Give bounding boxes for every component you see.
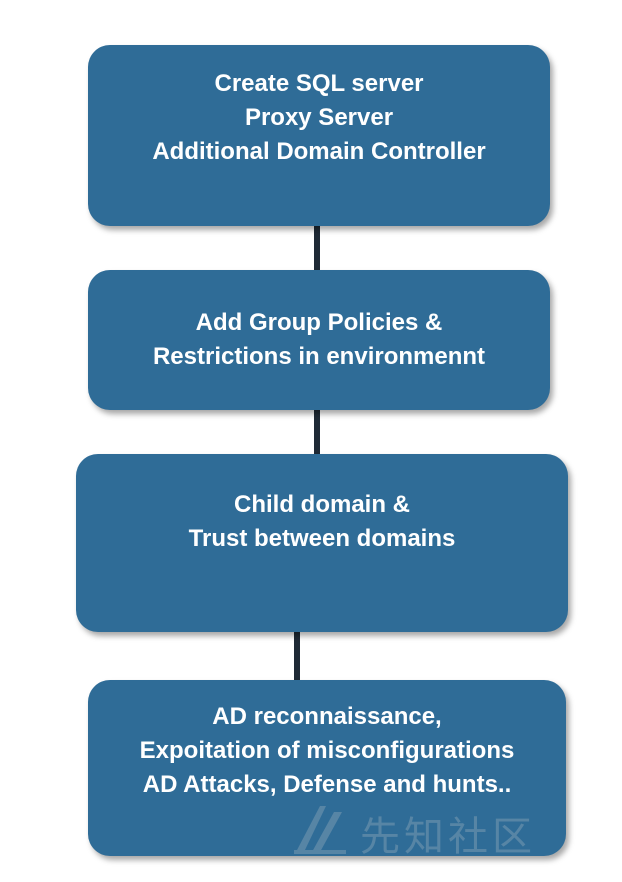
flow-step-4-line-3: AD Attacks, Defense and hunts.. [142, 771, 512, 798]
flow-step-2-line-2: Restrictions in environmennt [152, 343, 486, 370]
flow-step-4-line-2: Expoitation of misconfigurations [139, 737, 515, 764]
flow-step-1-line-1: Create SQL server [214, 70, 424, 97]
watermark-logo-icon [294, 806, 346, 854]
watermark-text: 先知社区 [360, 814, 536, 860]
flow-step-3: Child domain & Trust between domains [76, 454, 568, 632]
connector-3-4 [294, 632, 300, 680]
connector-2-3 [314, 410, 320, 454]
flow-step-4: AD reconnaissance, Expoitation of miscon… [88, 680, 566, 856]
flow-step-2-line-1: Add Group Policies & [195, 309, 443, 336]
flow-step-1: Create SQL server Proxy Server Additiona… [88, 45, 550, 226]
flow-step-3-line-1: Child domain & [234, 491, 410, 518]
flow-step-2: Add Group Policies & Restrictions in env… [88, 270, 550, 410]
flow-step-3-line-2: Trust between domains [188, 525, 456, 552]
flow-step-4-line-1: AD reconnaissance, [212, 703, 442, 730]
flow-step-1-line-3: Additional Domain Controller [152, 138, 486, 165]
connector-1-2 [314, 226, 320, 270]
watermark: 先知社区 [290, 800, 610, 860]
flow-step-1-line-2: Proxy Server [244, 104, 394, 131]
